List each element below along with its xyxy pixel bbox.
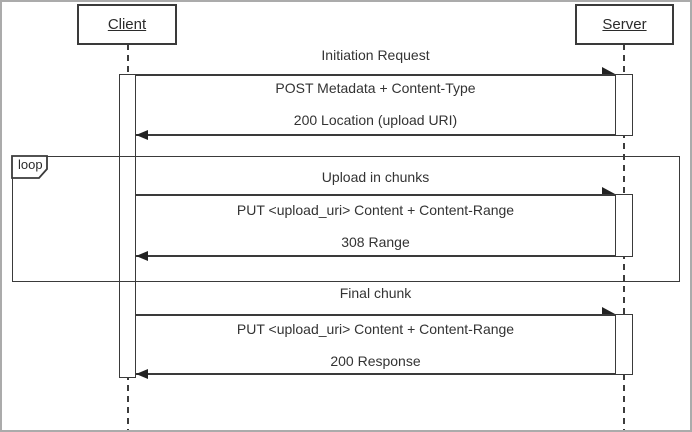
loop-frame bbox=[12, 156, 680, 282]
loop-label: loop bbox=[18, 157, 43, 172]
exchange-1-title: Initiation Request bbox=[321, 47, 430, 63]
request-arrowhead-1-icon bbox=[602, 67, 615, 74]
response-arrow-1 bbox=[136, 134, 615, 136]
request-arrowhead-3-icon bbox=[602, 307, 615, 314]
exchange-1-request: POST Metadata + Content-Type bbox=[275, 80, 476, 96]
actor-client: Client bbox=[77, 4, 177, 45]
exchange-1-response: 200 Location (upload URI) bbox=[293, 112, 458, 128]
actor-server: Server bbox=[575, 4, 674, 45]
response-arrow-2 bbox=[136, 255, 615, 257]
exchange-2-request: PUT <upload_uri> Content + Content-Range bbox=[236, 202, 515, 218]
exchange-2-title: Upload in chunks bbox=[321, 169, 430, 185]
response-arrowhead-3-icon bbox=[136, 369, 148, 379]
request-arrow-2 bbox=[136, 194, 615, 196]
server-activation-bar-3 bbox=[615, 314, 633, 375]
loop-tab-pentagon bbox=[11, 155, 48, 179]
exchange-3-request: PUT <upload_uri> Content + Content-Range bbox=[236, 321, 515, 337]
request-arrowhead-2-icon bbox=[602, 187, 615, 194]
response-arrowhead-2-icon bbox=[136, 251, 148, 261]
exchange-2-response: 308 Range bbox=[341, 234, 410, 250]
request-arrow-3 bbox=[136, 314, 615, 316]
request-arrow-1 bbox=[136, 74, 615, 76]
response-arrow-3 bbox=[136, 373, 615, 375]
actor-server-label: Server bbox=[602, 16, 647, 33]
exchange-3-title: Final chunk bbox=[339, 285, 412, 301]
response-arrowhead-1-icon bbox=[136, 130, 148, 140]
exchange-3-response: 200 Response bbox=[330, 353, 421, 369]
client-activation-bar bbox=[119, 74, 136, 378]
server-activation-bar-2 bbox=[615, 194, 633, 257]
server-activation-bar-1 bbox=[615, 74, 633, 136]
actor-client-label: Client bbox=[107, 16, 147, 33]
